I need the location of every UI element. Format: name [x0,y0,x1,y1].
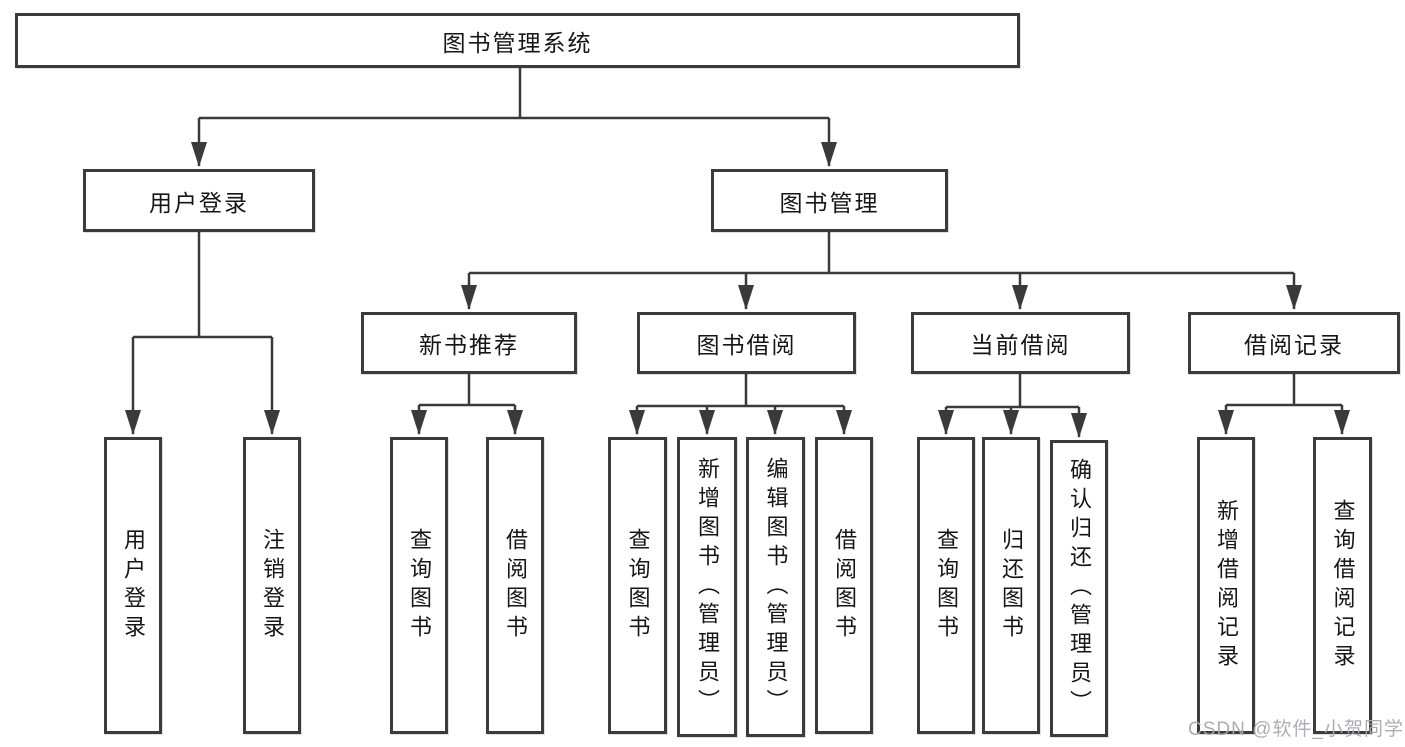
node-book-borrow-label: 图书借阅 [696,332,797,358]
node-book-management: 图书管理 [711,169,948,232]
node-leaf-query-book-recommend-label: 查询图书 [407,527,432,644]
node-root: 图书管理系统 [15,13,1020,68]
node-new-book-recommend-label: 新书推荐 [419,332,519,358]
node-leaf-edit-book-admin-label: 编辑图书（管理员） [763,456,789,718]
wire-borrow-record-bus [1226,374,1342,407]
node-leaf-query-current-label: 查询图书 [934,527,959,644]
node-current-borrow: 当前借阅 [911,312,1130,374]
node-leaf-borrow-book-label: 借阅图书 [832,527,857,644]
node-leaf-confirm-return-admin: 确认归还（管理员） [1050,440,1108,737]
node-leaf-query-borrow-record-label: 查询借阅记录 [1330,498,1356,673]
node-leaf-query-book-borrow-label: 查询图书 [625,527,651,644]
node-leaf-add-book-admin: 新增图书（管理员） [677,437,737,737]
node-leaf-borrow-book: 借阅图书 [815,437,873,734]
node-current-borrow-label: 当前借阅 [970,332,1071,358]
node-leaf-user-login: 用户登录 [104,437,162,734]
node-book-management-label: 图书管理 [779,189,880,216]
wire-root-bus [199,68,829,120]
node-leaf-query-book-borrow: 查询图书 [608,437,667,734]
node-leaf-logout: 注销登录 [243,437,301,734]
node-leaf-query-current: 查询图书 [917,437,975,734]
wire-book-mgmt-bus [469,232,1294,275]
node-user-login: 用户登录 [83,169,315,232]
node-leaf-user-login-label: 用户登录 [121,527,146,644]
wire-user-login-bus [133,232,272,339]
node-leaf-add-borrow-record-label: 新增借阅记录 [1214,498,1239,673]
node-leaf-query-book-recommend: 查询图书 [390,437,448,734]
node-leaf-logout-label: 注销登录 [260,527,285,644]
node-leaf-confirm-return-admin-label: 确认归还（管理员） [1067,458,1092,719]
node-leaf-borrow-book-recommend-label: 借阅图书 [503,527,528,644]
node-borrow-records: 借阅记录 [1188,312,1400,374]
node-leaf-add-book-admin-label: 新增图书（管理员） [695,456,720,718]
node-root-label: 图书管理系统 [442,29,593,56]
node-leaf-borrow-book-recommend: 借阅图书 [486,437,544,734]
node-leaf-add-borrow-record: 新增借阅记录 [1197,437,1255,734]
csdn-watermark: CSDN @软件_小贺同学 [1188,719,1404,740]
node-leaf-edit-book-admin: 编辑图书（管理员） [746,437,805,737]
node-user-login-label: 用户登录 [149,189,249,216]
node-leaf-return-book: 归还图书 [982,437,1040,734]
wire-current-borrow-bus [946,374,1079,409]
node-book-borrow: 图书借阅 [637,312,856,374]
node-borrow-records-label: 借阅记录 [1244,332,1344,358]
node-leaf-return-book-label: 归还图书 [999,527,1024,644]
wire-new-book-bus [419,374,515,407]
node-new-book-recommend: 新书推荐 [361,312,577,374]
node-leaf-query-borrow-record: 查询借阅记录 [1313,437,1372,734]
wire-book-borrow-bus [637,374,844,408]
